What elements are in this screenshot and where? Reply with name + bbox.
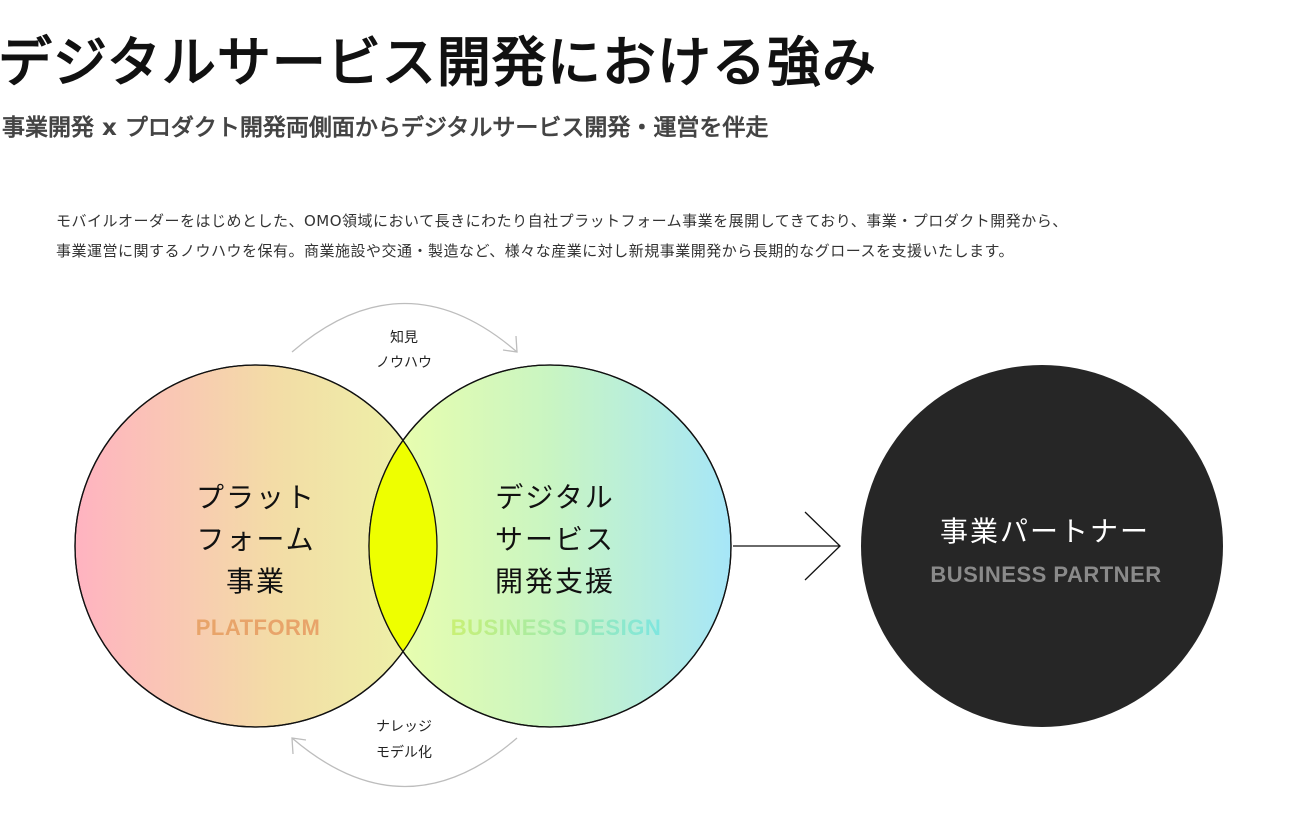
platform-label-line-1: プラット — [196, 481, 316, 514]
business-partner-label: 事業パートナー — [940, 515, 1150, 548]
top-cycle-arrow — [291, 303, 518, 353]
bottom-arc — [291, 737, 518, 787]
strength-diagram: 知見 ノウハウ プラット フォーム 事業 PLATFORM デジタル サービス … — [74, 303, 1223, 787]
business-design-label-line-2: サービス — [495, 523, 615, 556]
description-line-1: モバイルオーダーをはじめとした、OMO領域において長きにわたり自社プラットフォー… — [56, 212, 1068, 230]
platform-label-line-2: フォーム — [196, 523, 315, 556]
page-title: デジタルサービス開発における強み — [0, 31, 877, 94]
top-arrow-label-1: 知見 — [390, 329, 418, 346]
business-design-label-line-1: デジタル — [495, 481, 614, 514]
business-partner-en-label: BUSINESS PARTNER — [930, 562, 1161, 587]
bottom-cycle-arrow — [291, 737, 518, 787]
bottom-arrow-label-1: ナレッジ — [376, 719, 432, 735]
top-arrow-label-2: ノウハウ — [376, 355, 432, 371]
bottom-arrow-label-2: モデル化 — [376, 744, 432, 761]
right-arrow — [733, 511, 841, 581]
top-arrowhead — [502, 335, 518, 353]
business-design-en-label: BUSINESS DESIGN — [451, 615, 661, 640]
platform-en-label: PLATFORM — [196, 615, 321, 640]
description: モバイルオーダーをはじめとした、OMO領域において長きにわたり自社プラットフォー… — [56, 206, 1288, 266]
business-partner-circle — [861, 365, 1223, 727]
description-line-2: 事業運営に関するノウハウを保有。商業施設や交通・製造など、様々な産業に対し新規事… — [56, 242, 1015, 260]
page-subtitle: 事業開発 x プロダクト開発両側面からデジタルサービス開発・運営を伴走 — [2, 115, 769, 141]
business-design-label-line-3: 開発支援 — [495, 565, 615, 598]
bottom-arrowhead — [291, 737, 307, 755]
platform-label-line-3: 事業 — [226, 565, 286, 598]
top-arc — [291, 303, 518, 353]
